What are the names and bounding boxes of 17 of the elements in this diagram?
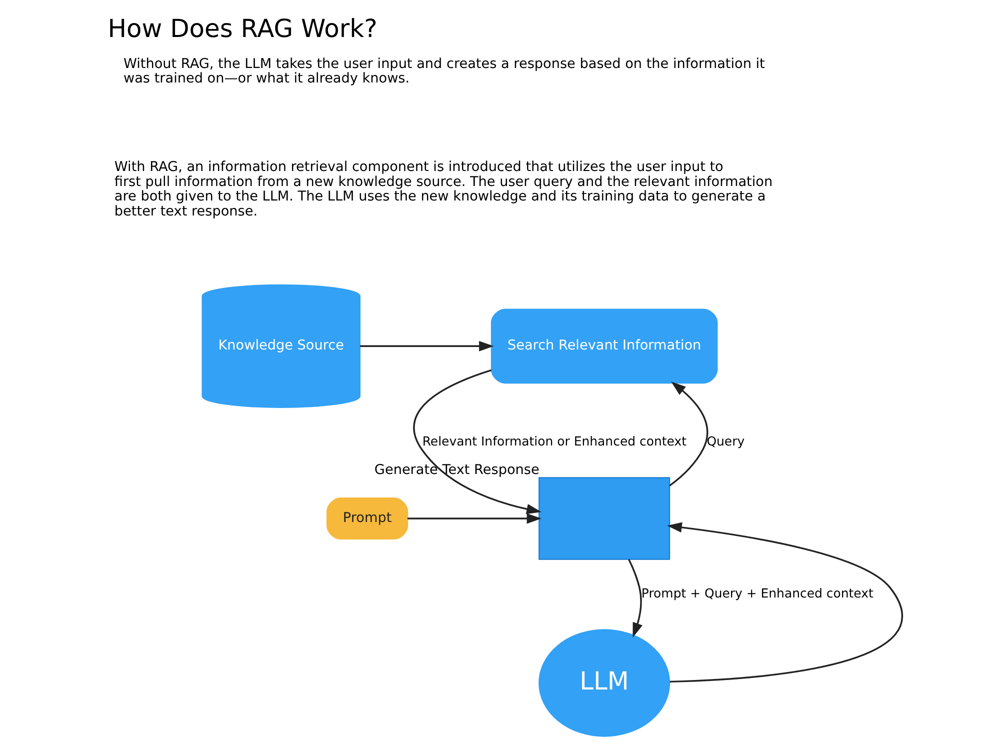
arrow bbox=[412, 369, 541, 514]
label: Without RAG, the LLM takes the user input and creates a response based on the information it was trained on—or what it already knows. bbox=[122, 56, 764, 87]
diagram-title: How Does RAG Work? bbox=[107, 14, 377, 44]
arrow bbox=[628, 559, 642, 638]
node-ellipse: LLM bbox=[538, 629, 670, 737]
arrow bbox=[668, 382, 708, 486]
edge-label: Prompt + Query + Enhanced context bbox=[640, 586, 873, 601]
node-label: Generate Text Response bbox=[374, 462, 539, 478]
node-box: Search Relevant Information bbox=[490, 308, 718, 384]
arrow bbox=[666, 522, 902, 683]
node-laptop bbox=[538, 477, 670, 560]
arrow bbox=[407, 513, 542, 524]
edge-label: Relevant Information or Enhanced context bbox=[422, 434, 686, 449]
node-box: Prompt bbox=[326, 498, 408, 540]
edge-label: Query bbox=[706, 434, 744, 449]
label: With RAG, an information retrieval component is introduced that utilizes the user input to first pull information from a new knowledge source. The user query and the relevant information are both given to the LLM. The LLM uses the new knowledge and its training data to generate a better text response. bbox=[114, 159, 772, 220]
arrow bbox=[360, 340, 494, 352]
